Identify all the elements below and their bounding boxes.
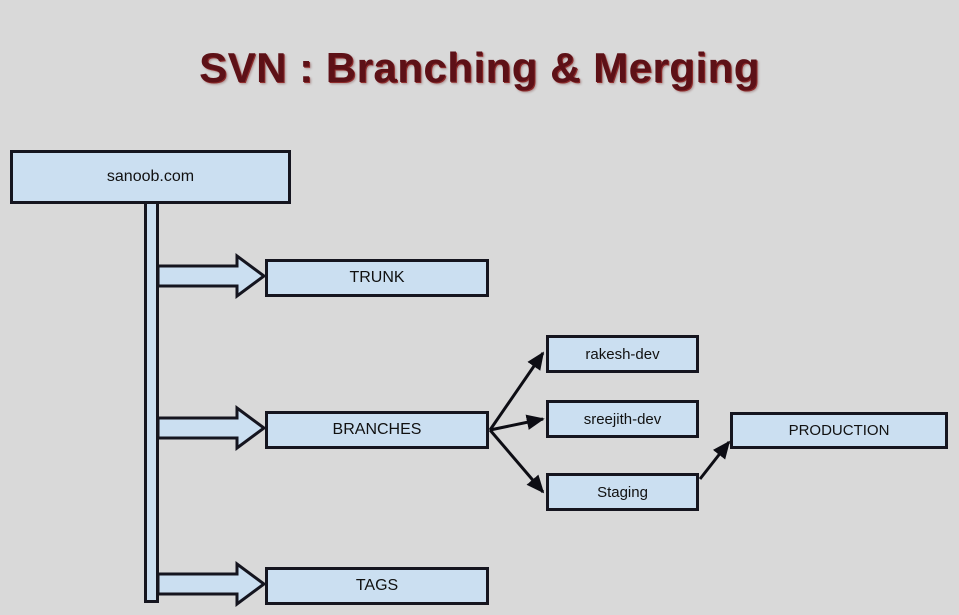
edge-staging-to-production (698, 440, 731, 480)
page-title: SVN : Branching & Merging (199, 44, 760, 91)
node-label: PRODUCTION (788, 422, 890, 439)
edge-branches-to-rakesh (488, 351, 545, 431)
edge-root-to-tags (156, 561, 267, 607)
root-vertical-bar (144, 195, 159, 603)
node-sanoob-com[interactable]: sanoob.com (10, 150, 291, 204)
node-label: sreejith-dev (583, 410, 662, 428)
node-label: rakesh-dev (585, 345, 660, 363)
node-trunk[interactable]: TRUNK (265, 259, 489, 297)
node-branches[interactable]: BRANCHES (265, 411, 489, 449)
node-label: TRUNK (349, 269, 405, 286)
edge-root-to-trunk (156, 253, 267, 299)
edge-root-to-branches (156, 405, 267, 451)
node-label: TAGS (355, 577, 399, 594)
edge-branches-to-sreejith (489, 414, 545, 432)
node-staging[interactable]: Staging (546, 473, 699, 511)
node-rakesh-dev[interactable]: rakesh-dev (546, 335, 699, 373)
node-label: Staging (597, 483, 648, 501)
node-sreejith-dev[interactable]: sreejith-dev (546, 400, 699, 438)
node-tags[interactable]: TAGS (265, 567, 489, 605)
node-label: sanoob.com (106, 168, 195, 185)
edge-branches-to-staging (488, 429, 545, 494)
node-label: BRANCHES (332, 421, 422, 438)
node-production[interactable]: PRODUCTION (730, 412, 948, 449)
